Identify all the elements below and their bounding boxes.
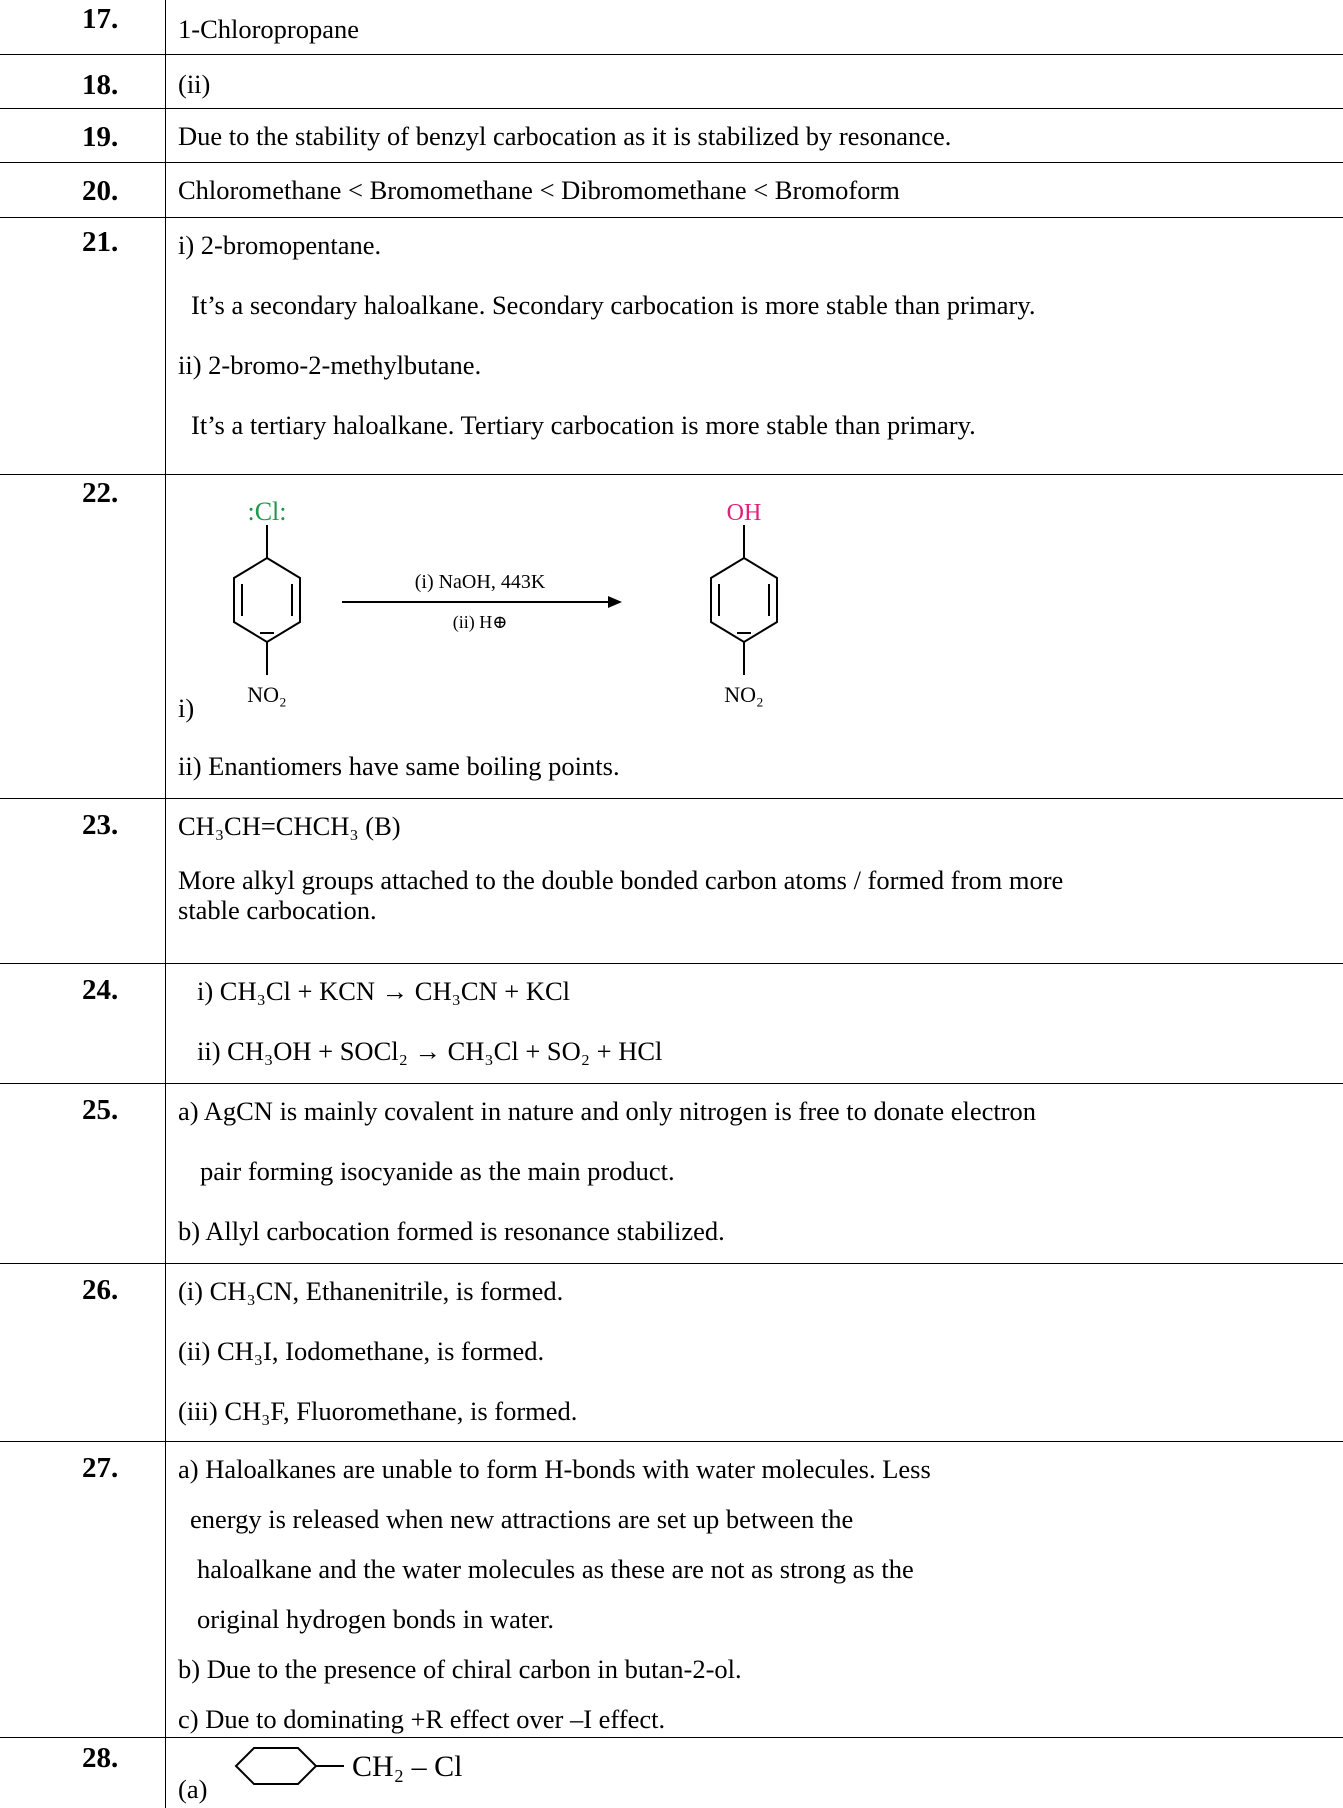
answer-line: CH₃CH=CHCH₃ (B) (178, 811, 401, 841)
answer-line: ii) Enantiomers have same boiling points… (178, 751, 620, 781)
answer-line: (i) CH₃CN, Ethanenitrile, is formed. (178, 1276, 564, 1306)
table-row: 17. 1-Chloropropane (0, 0, 1343, 54)
question-number: 24. (82, 974, 119, 1006)
answer-cell: Due to the stability of benzyl carbocati… (178, 121, 1333, 151)
question-number: 19. (82, 121, 119, 153)
question-number: 26. (82, 1274, 119, 1306)
question-number: 21. (82, 226, 119, 258)
answer-cell: CH₃CH=CHCH₃ (B) More alkyl groups attach… (178, 811, 1333, 925)
arrow-right-icon (608, 596, 622, 608)
reaction-condition-2: (ii) H⊕ (453, 612, 508, 633)
table-row: 27. a) Haloalkanes are unable to form H-… (0, 1441, 1343, 1737)
table-row: 24. i) CH₃Cl + KCN → CH₃CN + KCl ii) CH₃… (0, 963, 1343, 1083)
answer-cell: (ii) (178, 69, 1333, 99)
question-number: 23. (82, 809, 119, 841)
answer-line: energy is released when new attractions … (190, 1504, 854, 1534)
answer-cell: (a) (178, 1774, 1333, 1804)
table-row: 19. Due to the stability of benzyl carbo… (0, 108, 1343, 162)
question-number: 25. (82, 1094, 119, 1126)
answer-cell: a) Haloalkanes are unable to form H-bond… (178, 1454, 1333, 1734)
answer-line: a) AgCN is mainly covalent in nature and… (178, 1096, 1037, 1126)
answer-line: 1-Chloropropane (178, 14, 360, 44)
reaction-scheme: :Cl: NO₂ (i) NaOH, 443K (ii) H⊕ OH (233, 497, 778, 707)
answer-line: i) CH₃Cl + KCN → CH₃CN + KCl (197, 976, 571, 1006)
answer-line: ii) CH₃OH + SOCl₂ → CH₃Cl + SO₂ + HCl (197, 1036, 663, 1066)
answer-line: haloalkane and the water molecules as th… (197, 1554, 914, 1584)
answer-line: (ii) (178, 69, 211, 99)
table-row: 25. a) AgCN is mainly covalent in nature… (0, 1083, 1343, 1263)
answer-cell: i) ii) Enantiomers have same boiling poi… (178, 693, 1333, 781)
hydroxyl-label: OH (727, 500, 762, 526)
answer-line: pair forming isocyanide as the main prod… (200, 1156, 675, 1186)
answer-line: b) Allyl carbocation formed is resonance… (178, 1216, 725, 1246)
answer-line: original hydrogen bonds in water. (197, 1604, 554, 1634)
answer-line: i) 2-bromopentane. (178, 230, 382, 260)
benzene-ring-icon (233, 556, 301, 644)
answer-cell: (i) CH₃CN, Ethanenitrile, is formed. (ii… (178, 1276, 1333, 1426)
question-number: 22. (82, 477, 119, 509)
question-number: 17. (82, 3, 119, 35)
answer-line: c) Due to dominating +R effect over –I e… (178, 1704, 666, 1734)
answer-line: It’s a tertiary haloalkane. Tertiary car… (191, 410, 976, 440)
table-row: 22. :Cl: NO₂ (i) NaOH, 443K (ii) H⊕ OH (0, 474, 1343, 798)
table-row: 28. (a) CH₂ – Cl (0, 1737, 1343, 1808)
answer-line: a) Haloalkanes are unable to form H-bond… (178, 1454, 931, 1484)
nitro-label: NO₂ (247, 682, 286, 707)
answer-line: stable carbocation. (178, 895, 377, 925)
answer-cell: a) AgCN is mainly covalent in nature and… (178, 1096, 1333, 1246)
answer-line: (ii) CH₃I, Iodomethane, is formed. (178, 1336, 545, 1366)
cyclohexane-ring-icon (234, 1747, 318, 1785)
column-divider (165, 0, 166, 1808)
answer-cell: i) 2-bromopentane. It’s a secondary halo… (178, 230, 1333, 440)
table-row: 21. i) 2-bromopentane. It’s a secondary … (0, 217, 1343, 474)
table-row: 18. (ii) (0, 54, 1343, 108)
chloromethyl-label: CH₂ – Cl (352, 1750, 462, 1783)
answer-line: More alkyl groups attached to the double… (178, 865, 1064, 895)
answer-line: Chloromethane < Bromomethane < Dibromome… (178, 175, 900, 205)
benzene-ring-icon (710, 556, 778, 644)
table-row: 26. (i) CH₃CN, Ethanenitrile, is formed.… (0, 1263, 1343, 1441)
question-number: 27. (82, 1452, 119, 1484)
answer-line: i) (178, 693, 195, 723)
chlorine-label: :Cl: (247, 497, 286, 526)
cyclohexyl-formula: CH₂ – Cl (234, 1747, 462, 1785)
question-number: 18. (82, 69, 119, 101)
answer-line: (a) (178, 1774, 208, 1804)
question-number: 28. (82, 1742, 119, 1774)
table-row: 20. Chloromethane < Bromomethane < Dibro… (0, 162, 1343, 217)
answer-line: ii) 2-bromo-2-methylbutane. (178, 350, 482, 380)
answer-cell: 1-Chloropropane (178, 14, 1333, 44)
answer-line: (iii) CH₃F, Fluoromethane, is formed. (178, 1396, 578, 1426)
nitro-label: NO₂ (724, 682, 763, 707)
answer-cell: i) CH₃Cl + KCN → CH₃CN + KCl ii) CH₃OH +… (178, 976, 1333, 1066)
answer-line: It’s a secondary haloalkane. Secondary c… (191, 290, 1036, 320)
answer-cell: Chloromethane < Bromomethane < Dibromome… (178, 175, 1333, 205)
answer-line: Due to the stability of benzyl carbocati… (178, 121, 952, 151)
question-number: 20. (82, 175, 119, 207)
reaction-condition-1: (i) NaOH, 443K (415, 571, 546, 593)
table-row: 23. CH₃CH=CHCH₃ (B) More alkyl groups at… (0, 798, 1343, 963)
answer-line: b) Due to the presence of chiral carbon … (178, 1654, 742, 1684)
